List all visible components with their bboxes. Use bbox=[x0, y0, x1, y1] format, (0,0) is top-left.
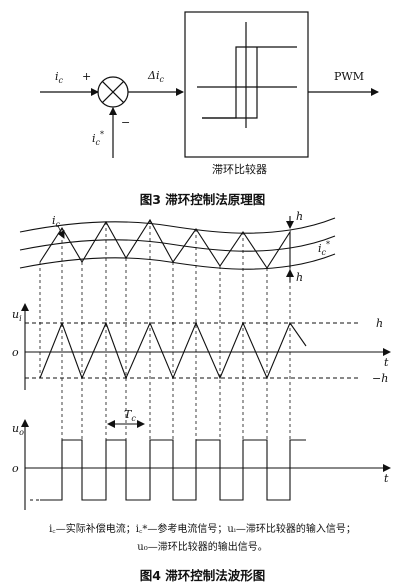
input-label: ic bbox=[55, 70, 64, 85]
h-pos-label: h bbox=[376, 317, 383, 330]
tc-label: Tc bbox=[124, 408, 136, 423]
h-top-label: h bbox=[296, 210, 303, 223]
uo-t-label: t bbox=[384, 472, 389, 485]
uo-origin-label: o bbox=[12, 462, 19, 475]
error-label: Δic bbox=[147, 69, 164, 84]
ui-axis-label: ui bbox=[12, 308, 22, 323]
uo-plot bbox=[21, 419, 391, 510]
reference-label: ic* bbox=[92, 130, 104, 147]
fig4-note-line2: u₀—滞环比较器的输出信号。 bbox=[137, 542, 268, 553]
hysteresis-comparator-box bbox=[184, 11, 309, 158]
plus-sign: + bbox=[82, 70, 91, 83]
fig3-block-diagram bbox=[40, 11, 379, 158]
band-upper bbox=[19, 217, 336, 234]
comparator-label: 滞环比较器 bbox=[212, 162, 267, 176]
ui-plot bbox=[21, 303, 391, 390]
ui-t-label: t bbox=[384, 356, 389, 369]
ic-pointer bbox=[57, 225, 65, 239]
band-reference bbox=[19, 235, 336, 252]
icref-label: ic* bbox=[318, 240, 330, 257]
pwm-label: PWM bbox=[334, 70, 364, 83]
ui-origin-label: o bbox=[12, 346, 19, 359]
hysteresis-symbol bbox=[197, 22, 297, 128]
fig4-caption: 图4 滞环控制法波形图 bbox=[139, 568, 266, 583]
uo-axis-label: uo bbox=[12, 422, 24, 437]
minus-sign: − bbox=[121, 116, 130, 129]
ui-triangle-wave bbox=[39, 321, 307, 380]
uo-pwm-wave bbox=[40, 439, 306, 501]
current-band bbox=[19, 216, 336, 282]
h-bottom-label: h bbox=[296, 271, 303, 284]
h-neg-label: −h bbox=[372, 372, 388, 385]
fig4-note-line1: i꜀—实际补偿电流；i꜀*—参考电流信号；uᵢ—滞环比较器的输入信号； bbox=[49, 524, 356, 535]
ic-label: ic bbox=[52, 214, 61, 229]
fig3-caption: 图3 滞环控制法原理图 bbox=[139, 192, 266, 207]
